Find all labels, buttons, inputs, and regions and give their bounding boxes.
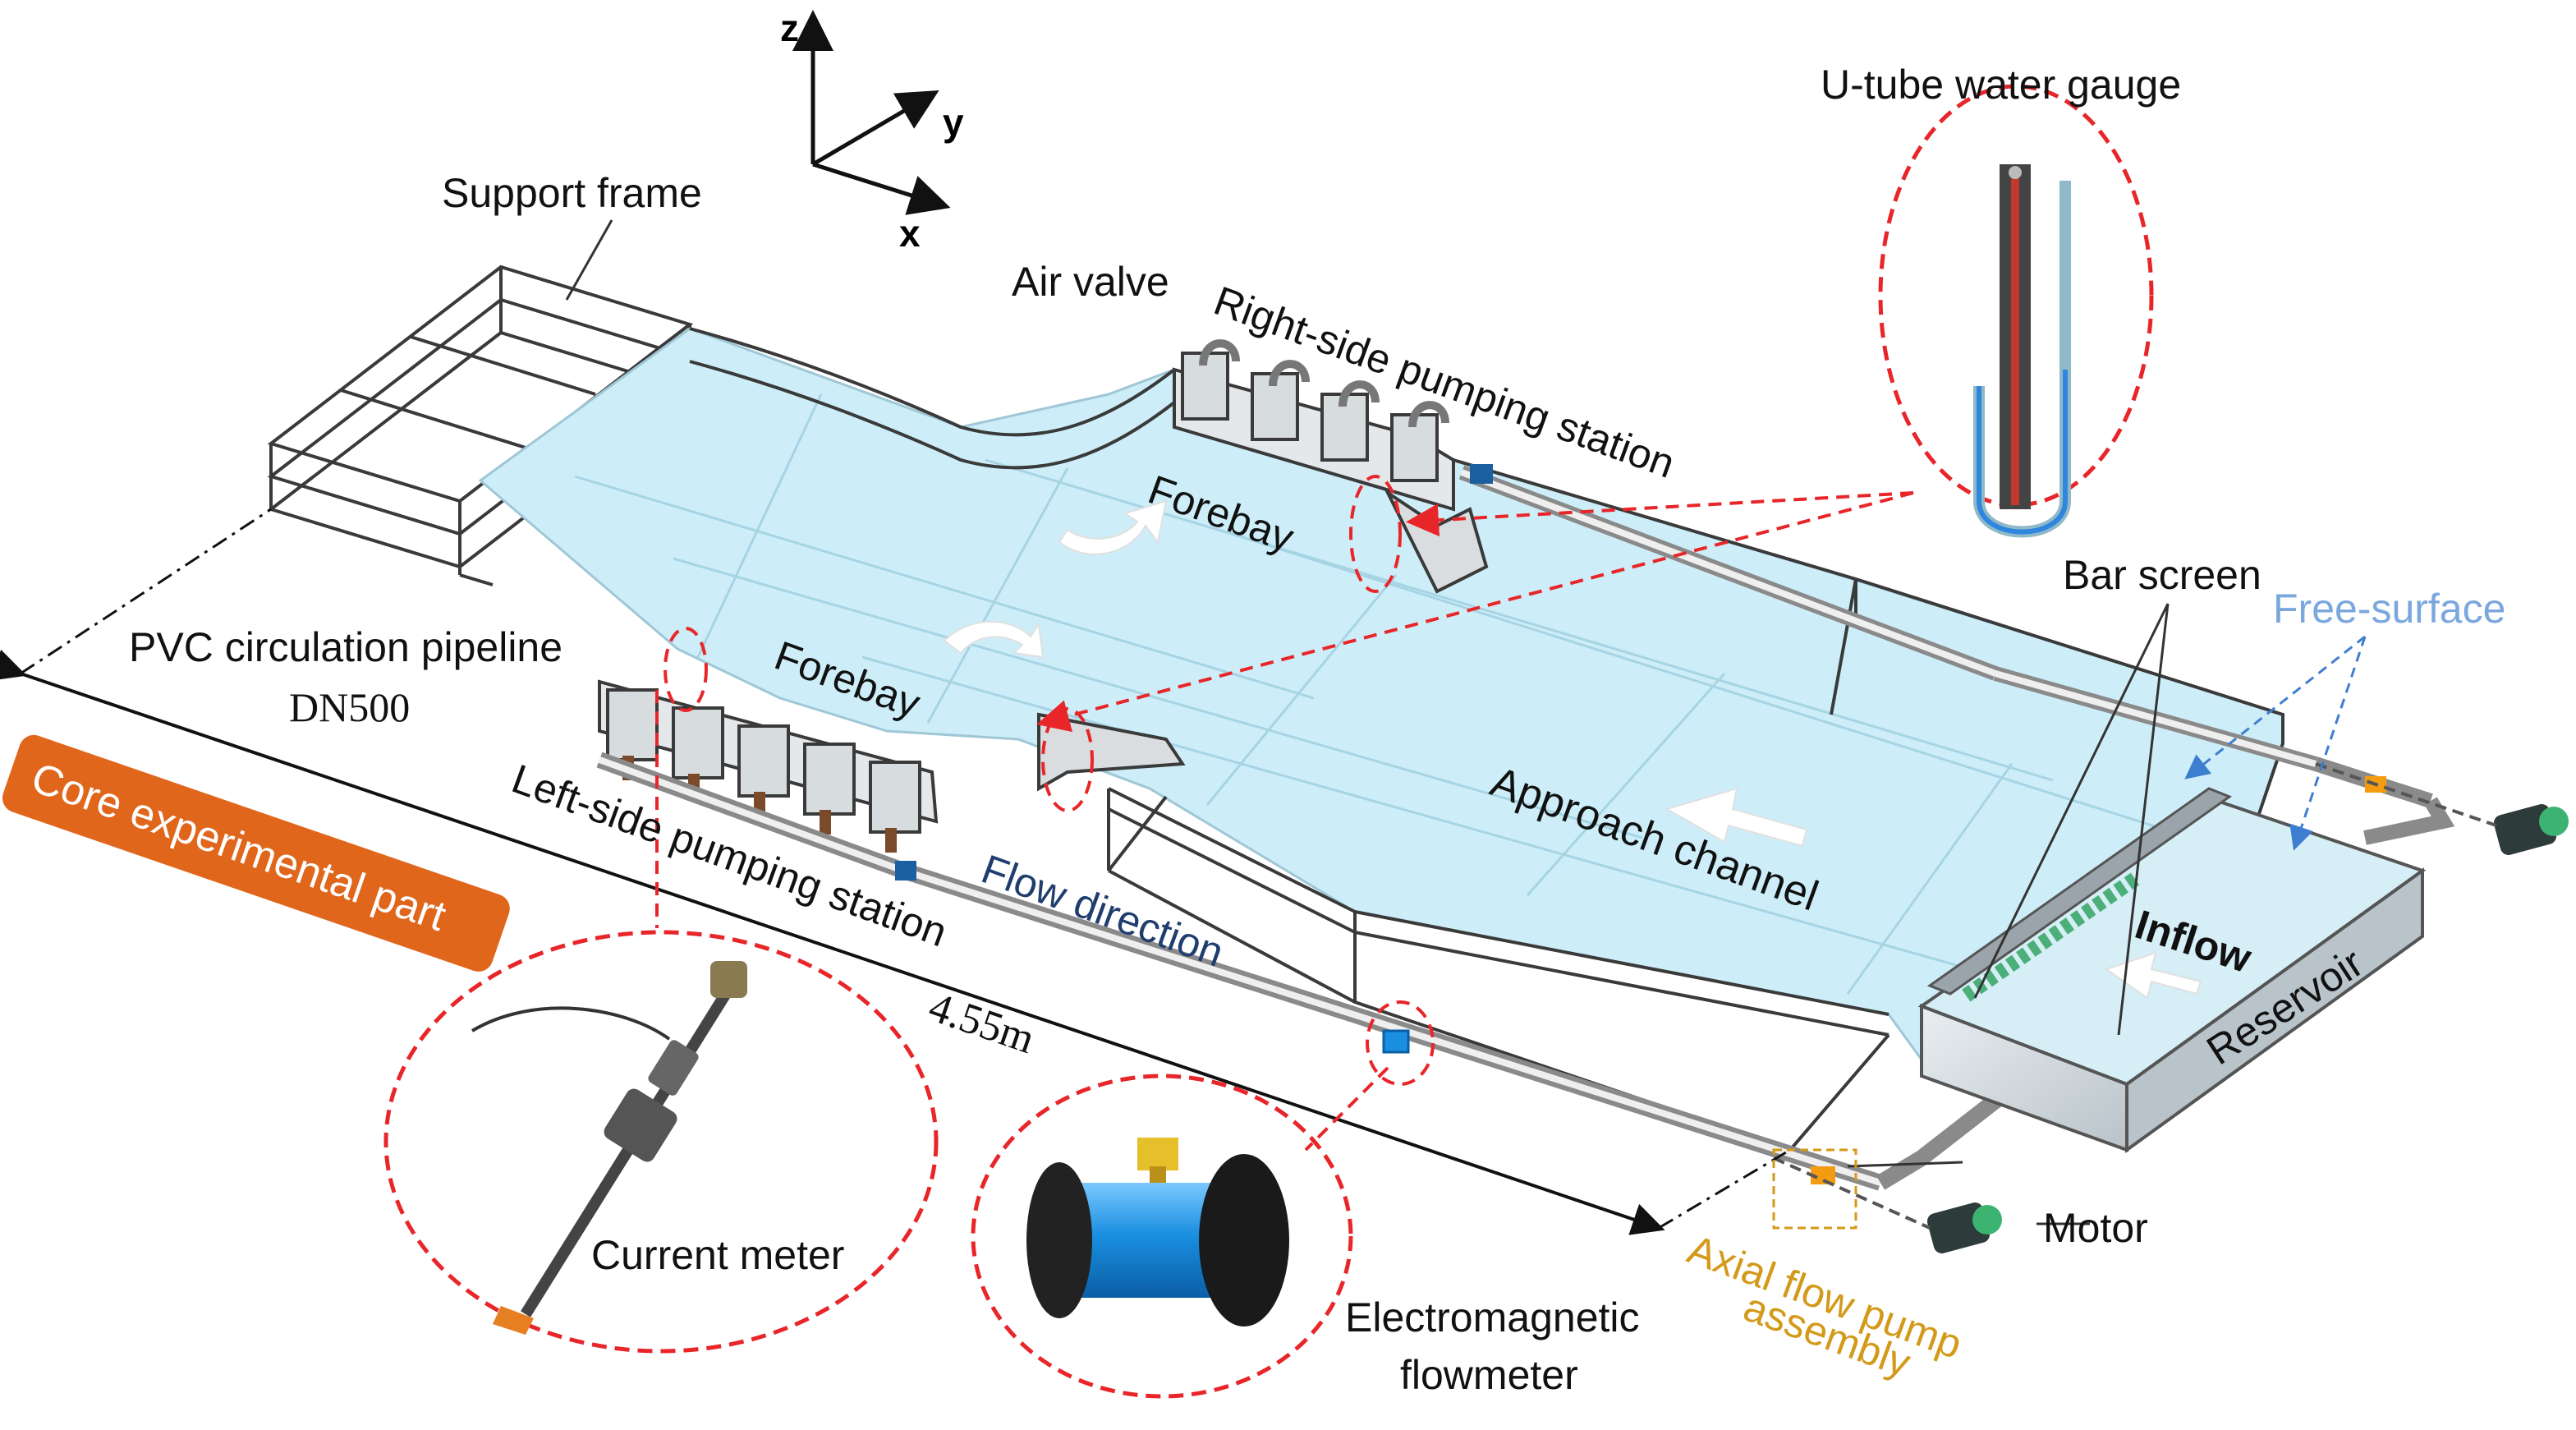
motor-icon [1926,804,2569,1253]
core-experimental-badge: Core experimental part [2,734,510,972]
support-frame-label: Support frame [442,170,702,216]
em-flowmeter-label-1: Electromagnetic [1345,1294,1640,1340]
length-label: 4.55m [923,983,1040,1063]
motor-label: Motor [2043,1205,2148,1251]
air-valve-label: Air valve [1012,259,1169,305]
axis-triad: z y x [780,7,964,255]
axial-pump-box [1772,1148,1857,1230]
em-flowmeter-label-2: flowmeter [1400,1352,1578,1398]
current-meter-label: Current meter [591,1232,844,1278]
red-leaders [655,475,1914,1152]
bar-screen-label: Bar screen [2063,552,2261,598]
current-meter-callout [383,930,939,1354]
electromagnetic-flowmeter-icon [1026,1138,1289,1327]
current-meter-icon [471,961,747,1335]
pvc-pipeline-label: PVC circulation pipeline [129,624,562,670]
free-surface-label: Free-surface [2273,586,2505,632]
flowmeter-callout [971,1074,1353,1399]
core-experimental-text: Core experimental part [25,754,452,940]
label-leaders [565,219,2170,1225]
reservoir-tank [1917,787,2427,1153]
free-surface-leaders [2184,635,2367,851]
axis-x-label: x [899,212,921,255]
u-tube-gauge-icon [1973,164,2071,538]
u-tube-label: U-tube water gauge [1821,62,2181,108]
axis-z-label: z [780,7,799,49]
dn500-label: DN500 [289,684,410,730]
dimension-line [0,508,1791,1235]
axis-y-label: y [943,101,964,144]
flow-arrow-icon [943,499,2202,1000]
u-tube-gauge-callout [1878,84,2154,538]
